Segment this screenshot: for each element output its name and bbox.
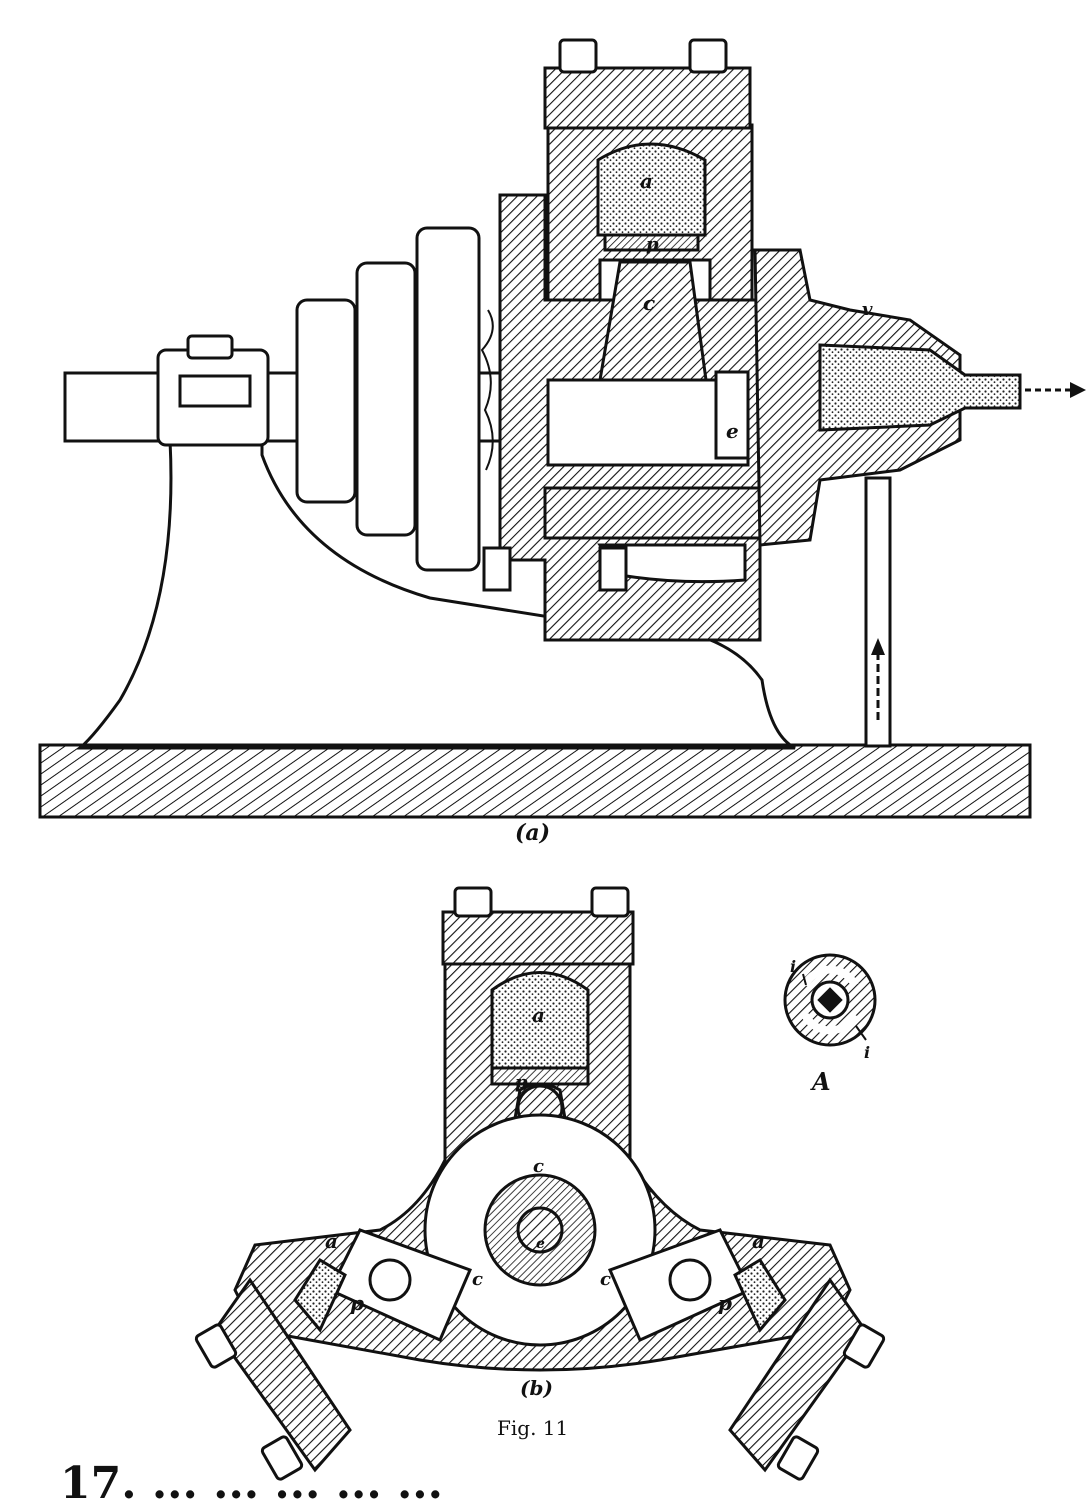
left-cylinder-head [213,1277,352,1473]
figure-caption: Fig. 11 [497,1416,568,1440]
cylinder-head [543,66,752,130]
base-bolt-right [598,546,628,592]
crank-pin [516,1206,564,1254]
top-bolt-left [453,886,493,918]
view-b-label-a-left: a [325,1229,338,1253]
lower-bearing [543,486,762,540]
crank-bottom-cover [597,543,747,584]
view-a-label-a: a [640,169,653,193]
view-a-label-p: p [646,234,659,255]
eccentric-e [714,370,750,460]
right-cylinder-head [728,1277,867,1473]
view-b-label-p-left: p [350,1291,364,1315]
detail-a-label-i-top: i [790,957,796,976]
detail-a-caption: A [810,1067,831,1096]
view-a-caption: (a) [515,820,550,846]
top-piston [490,1066,590,1086]
discharge-passage [818,343,1022,432]
view-b-label-e: e [536,1236,545,1252]
view-b-label-p-right: p [718,1291,732,1315]
view-a-side-section [38,38,1086,819]
top-liquid-chamber [490,971,590,1072]
view-b-label-c-right: c [600,1269,611,1290]
view-a-label-v: v [862,299,873,320]
view-b-label-a-right: a [752,1229,765,1253]
footer-cropped-text: 17. ... ... ... ... ... [60,1458,443,1500]
view-b-caption: (b) [520,1376,553,1400]
view-b-label-c-top: c [533,1156,544,1177]
view-a-labels: a p c e v (a) [515,169,873,846]
view-b-label-c-left: c [472,1269,483,1290]
view-b-labels: a a a p p p c c c e (b) [325,1003,765,1400]
view-a-label-c: c [643,291,655,315]
view-b-label-p-top: p [515,1072,528,1093]
head-bolt-left [558,38,598,74]
top-bolt-right [590,886,630,918]
right-liquid-chamber [733,1257,787,1333]
top-cylinder-head [441,910,635,966]
liquid-chamber [596,142,707,237]
view-b-label-a-top: a [532,1003,545,1027]
head-bolt-right [688,38,728,74]
pulley-step-3 [415,226,481,572]
view-a-label-e: e [726,419,739,443]
detail-a-valve-disc: i i A [783,953,877,1096]
left-liquid-chamber [293,1257,347,1333]
detail-a-label-i-bottom: i [864,1043,870,1062]
bearing-pedestal [75,438,796,750]
pulley-step-1 [295,298,357,504]
connecting-rod [598,260,708,382]
pulley-step-2 [355,261,417,537]
ground-hatch [38,743,1032,819]
piston [603,233,700,252]
base-bolt-left [482,546,512,592]
view-b-end-section [194,886,886,1481]
